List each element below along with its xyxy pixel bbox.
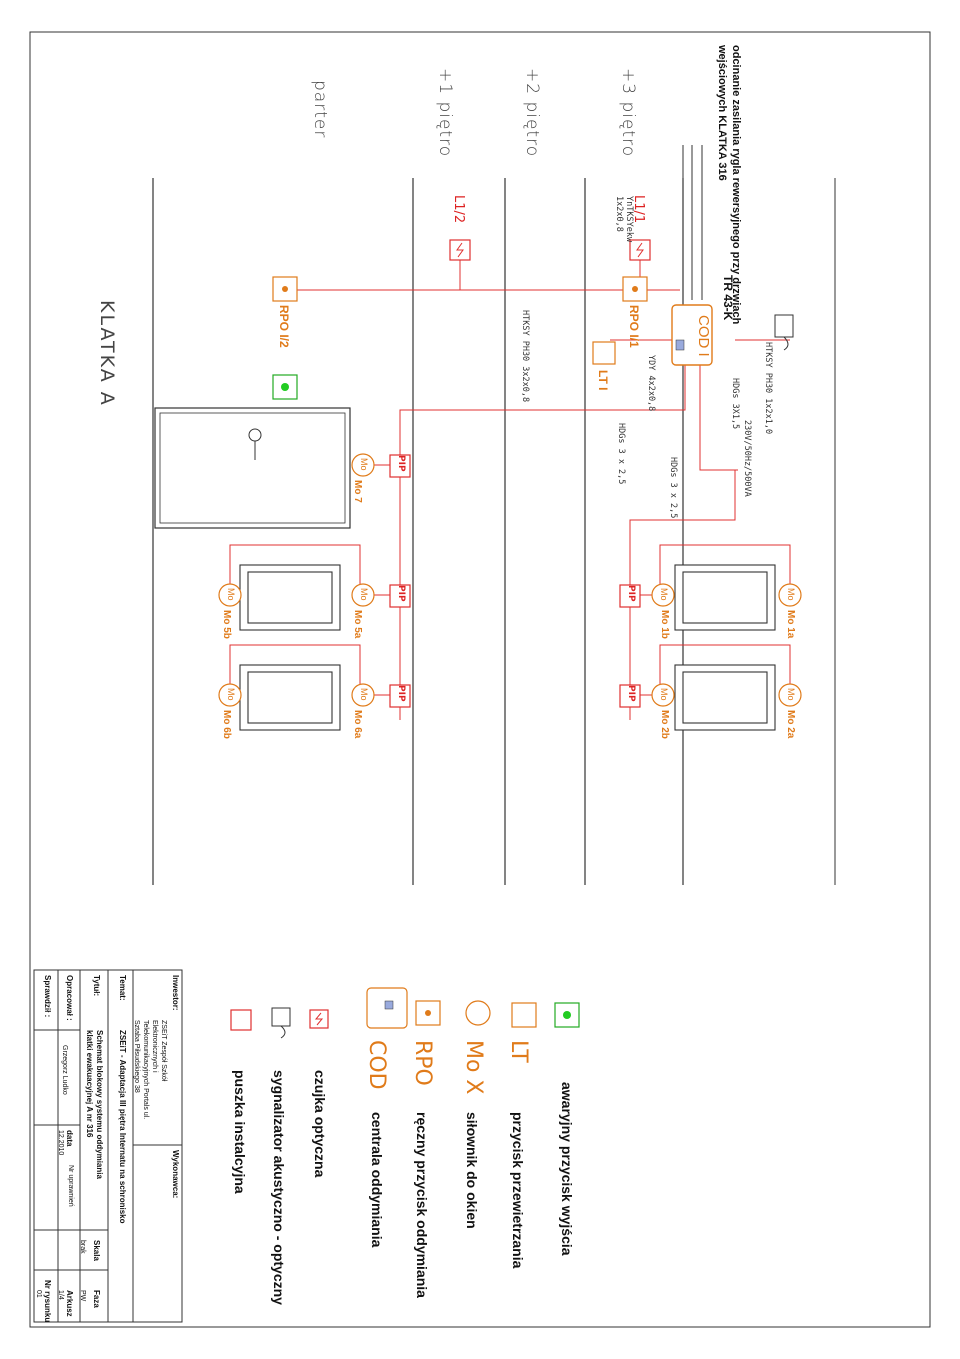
tb-checked-label: Sprawdził : <box>43 975 52 1018</box>
floor-label-p1: +1 piętro <box>435 68 455 158</box>
legend-sym-rpo: RPO <box>410 1040 435 1086</box>
mo-symbol: Mo <box>226 588 236 601</box>
floor-label-p2: +2 piętro <box>522 68 542 158</box>
cable-htksy-1: HTKSY PH30 1x2x1,0 <box>763 342 773 435</box>
mo-1a-label: Mo 1a <box>785 610 796 639</box>
rpo-dot <box>282 286 288 292</box>
sounder-box <box>774 314 794 338</box>
windows <box>239 564 776 731</box>
pip-label: PIP <box>396 585 406 602</box>
legend-text-8: puszka instalcyjna <box>232 1070 248 1194</box>
mo-5b-label: Mo 5b <box>221 610 232 639</box>
title-block <box>33 969 183 1323</box>
cable-hdgs-15: HDGs 3X1,5 <box>730 378 740 430</box>
cable-htksy-3: HTKSY PH30 3x2x0,8 <box>520 310 530 403</box>
stair-label: KLATKA A <box>96 300 118 407</box>
mo-symbol: Mo <box>659 688 669 701</box>
tb-rights: Nr uprawnień <box>67 1165 74 1207</box>
legend-sym-lt: LT <box>506 1040 531 1063</box>
mo-symbol: Mo <box>786 588 796 601</box>
mo-symbol: Mo <box>359 588 369 601</box>
cable-hdgs-25-a: HDGs 3 x 2,5 <box>616 423 626 485</box>
mo-5a-label: Mo 5a <box>352 610 363 639</box>
mo-actuators <box>218 453 802 707</box>
tb-phase-label: Faza <box>92 1290 101 1308</box>
tb-drawn: Grzegorz Ludko <box>61 1045 68 1095</box>
mo-symbol: Mo <box>359 688 369 701</box>
tb-drawn-label: Opracował : <box>65 975 74 1021</box>
tb-topic: ZSEiT - Adaptacja III piętra Internatu n… <box>118 1030 127 1224</box>
lt-label: LT I <box>596 370 610 391</box>
detector-bolt-icon <box>636 242 644 258</box>
legend-text-2: przycisk przewietrzania <box>510 1112 526 1269</box>
legend-text-6: czujka optyczna <box>312 1070 328 1178</box>
mo-symbol: Mo <box>226 688 236 701</box>
cable-ydy: YDY 4x2x0,8 <box>646 355 656 412</box>
cable-power: 230V/50Hz/500VA <box>742 420 752 497</box>
mo-6a-label: Mo 6a <box>352 710 363 739</box>
entrance-door <box>154 407 351 529</box>
pip-label: PIP <box>396 685 406 702</box>
legend-text-3: siłownik do okien <box>464 1112 480 1229</box>
legend-sym-mo: Mo X <box>461 1040 486 1095</box>
cod-label: COD I <box>695 315 712 357</box>
legend-text-7: sygnalizator akustyczno - optyczny <box>271 1070 287 1305</box>
legend-text-1: awaryjny przycisk wyjścia <box>559 1082 575 1256</box>
floor-label-parter: parter <box>310 80 330 139</box>
legend-symbols <box>230 987 580 1039</box>
cable-ytksy-1: YnTKSYekw <box>624 196 634 243</box>
sounder-icon <box>783 336 789 351</box>
mo-symbol: Mo <box>659 588 669 601</box>
sheet-border <box>29 31 931 1328</box>
tb-contractor-label: Wykonawca: <box>171 1150 180 1199</box>
mo-7-label: Mo 7 <box>352 480 363 503</box>
tb-drawing-no: 01 <box>35 1290 42 1298</box>
tb-date: 12.2010 <box>57 1130 64 1156</box>
legend-text-4: ręczny przycisk oddymiania <box>414 1112 430 1298</box>
rpo-1-box <box>622 276 648 302</box>
emergency-dot <box>281 383 289 391</box>
cable-hdgs-25-b: HDGs 3 x 2,5 <box>668 457 678 519</box>
pip-label: PIP <box>396 455 406 472</box>
detector-l1-2-label: L1/2 <box>451 195 466 224</box>
lt-box <box>592 341 616 365</box>
door-inner <box>159 412 346 524</box>
tb-scale: brak <box>79 1240 86 1254</box>
tb-title: Schemat blokowy systemu oddymiania klatk… <box>85 1030 104 1179</box>
cod-indicator <box>675 339 685 351</box>
wiring <box>229 240 791 720</box>
legend-sym-cod: COD <box>364 1040 389 1090</box>
tb-title-label: Tytuł: <box>92 975 101 997</box>
tb-date-label: data <box>65 1130 74 1147</box>
tr-label: TR 43-K <box>721 275 735 321</box>
floor-label-p3: +3 piętro <box>618 68 638 158</box>
pip-boxes <box>389 454 641 708</box>
tb-sheet-label: Arkusz <box>65 1290 74 1317</box>
mo-2b-label: Mo 2b <box>659 710 670 739</box>
mo-6b-label: Mo 6b <box>221 710 232 739</box>
title-note-line2: wejściowych KLATKA 316 <box>716 45 728 181</box>
mo-symbol: Mo <box>786 688 796 701</box>
legend-text-5: centrala oddymiania <box>369 1112 385 1248</box>
rpo-dot <box>632 286 638 292</box>
pip-label: PIP <box>626 685 636 702</box>
door-lock-icon <box>248 428 262 442</box>
tb-investor: ZSEiT Zespół Szkół Elektronicznych i Tel… <box>133 1020 167 1120</box>
detector-bolt-icon <box>456 242 464 258</box>
tb-drawing-no-label: Nr rysunku <box>43 1280 52 1323</box>
cable-ytksy-2: 1x2x0,8 <box>614 196 624 232</box>
mo-symbol: Mo <box>359 458 369 471</box>
mo-1b-label: Mo 1b <box>659 610 670 639</box>
tb-investor-label: Inwestor: <box>171 975 180 1011</box>
tb-phase: PW <box>79 1290 86 1302</box>
tb-scale-label: Skala <box>92 1240 101 1261</box>
rpo-1-label: RPO I/1 <box>627 305 641 348</box>
tb-topic-label: Temat: <box>118 975 127 1001</box>
mo-2a-label: Mo 2a <box>785 710 796 739</box>
tb-sheet: 1/4 <box>57 1290 64 1300</box>
pip-label: PIP <box>626 585 636 602</box>
rpo-2-label: RPO I/2 <box>277 305 291 348</box>
